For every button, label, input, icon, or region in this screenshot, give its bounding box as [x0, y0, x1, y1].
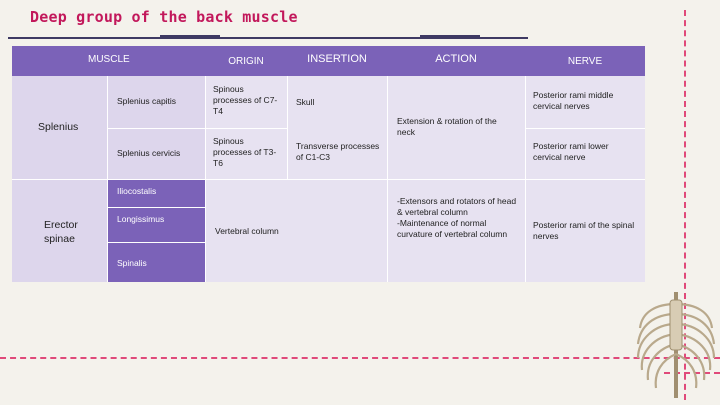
erector-action: -Extensors and rotators of head & verteb…: [387, 179, 525, 282]
splenius-cervicis-insertion: Transverse processes of C1-C3: [287, 128, 387, 179]
splenius-capitis-nerve: Posterior rami middle cervical nerves: [525, 76, 645, 128]
erector-sub-spinalis: Spinalis: [107, 242, 205, 282]
title-underline: [8, 37, 528, 39]
splenius-action: Extension & rotation of the neck: [387, 76, 525, 179]
decorative-dashed-line-vertical: [684, 10, 686, 400]
decorative-dashed-line-corner: [664, 372, 720, 374]
splenius-capitis-origin: Spinous processes of C7-T4: [205, 76, 287, 128]
page-title: Deep group of the back muscle: [30, 8, 298, 26]
header-nerve: NERVE: [525, 46, 645, 76]
title-underline-accent: [420, 35, 480, 37]
splenius-capitis-insertion: Skull: [287, 76, 387, 128]
splenius-cervicis-name: Splenius cervicis: [107, 128, 205, 179]
splenius-capitis-name: Splenius capitis: [107, 76, 205, 128]
decorative-dashed-line-horizontal: [0, 357, 720, 359]
header-insertion: INSERTION: [287, 46, 387, 76]
erector-sub-iliocostalis: Iliocostalis: [107, 179, 205, 207]
header-action: ACTION: [387, 46, 525, 76]
title-underline-accent: [160, 35, 220, 37]
erector-origin: Vertebral column: [205, 179, 387, 282]
erector-sub-longissimus: Longissimus: [107, 207, 205, 242]
ribcage-illustration: [636, 292, 716, 398]
header-origin: ORIGIN: [205, 46, 287, 76]
header-muscle: MUSCLE: [12, 46, 205, 76]
group-erector-spinae: Erector spinae: [12, 179, 107, 282]
splenius-cervicis-origin: Spinous processes of T3-T6: [205, 128, 287, 179]
erector-nerve: Posterior rami of the spinal nerves: [525, 179, 645, 282]
group-splenius: Splenius: [12, 76, 107, 179]
splenius-cervicis-nerve: Posterior rami lower cervical nerve: [525, 128, 645, 179]
